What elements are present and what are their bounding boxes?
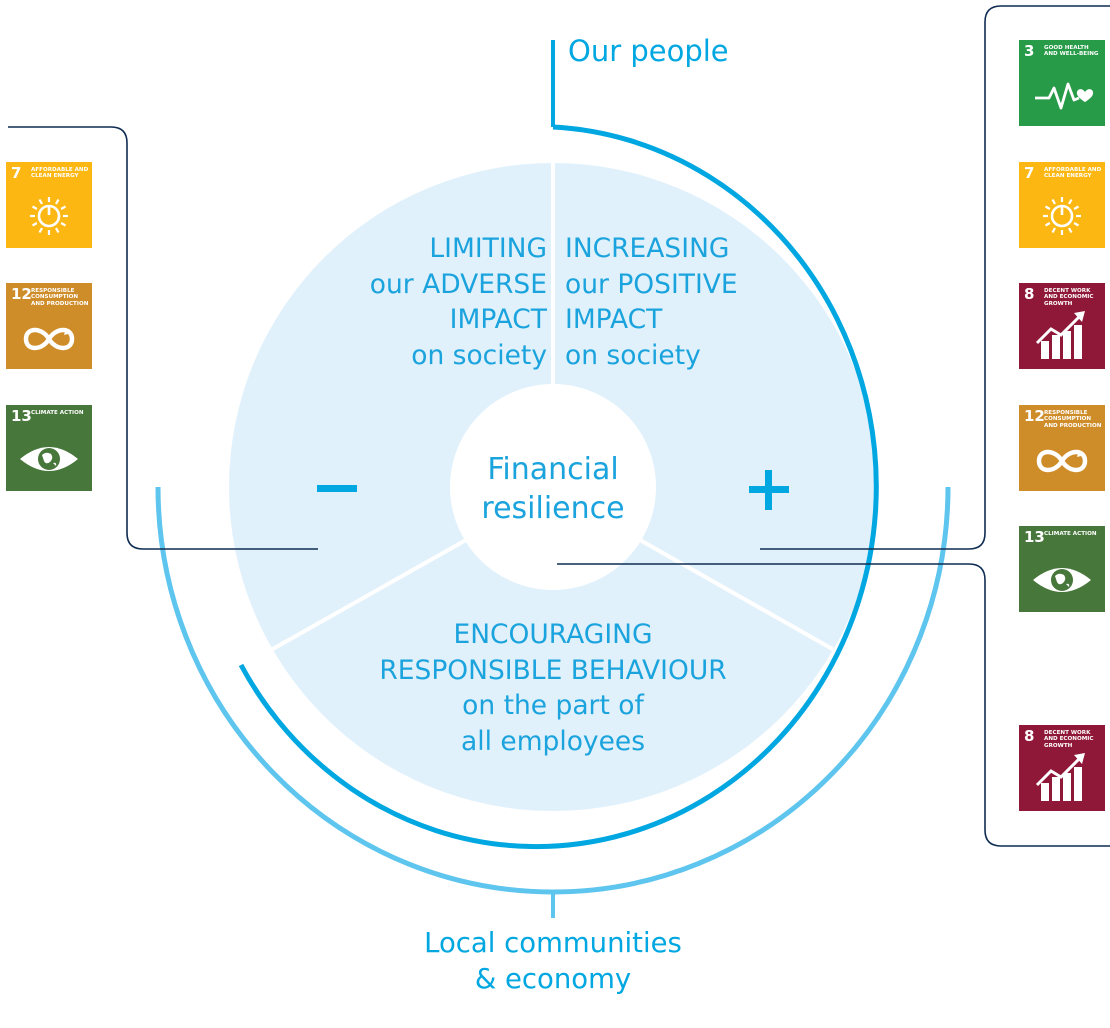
encouraging-line-3: on the part of (462, 690, 644, 721)
sdg-title: DECENT WORK AND ECONOMIC GROWTH (1044, 730, 1094, 749)
our-people-label: Our people (568, 34, 729, 68)
limiting-line-1: LIMITING (429, 233, 547, 264)
sdg-number: 8 (1024, 285, 1035, 303)
encouraging-line-2: RESPONSIBLE BEHAVIOUR (379, 654, 727, 686)
increasing-line-2: our POSITIVE (565, 268, 738, 300)
encouraging-line-1: ENCOURAGING (453, 619, 653, 650)
sun-power-icon (30, 197, 68, 235)
sdg-number: 8 (1024, 727, 1035, 745)
center-circle (450, 384, 656, 590)
sdg-tile-left-0: 7 AFFORDABLE AND CLEAN ENERGY (6, 162, 92, 248)
divider-left (270, 538, 467, 652)
sdg-number: 13 (11, 407, 32, 425)
sdg-tile-right-bottom-1: 8 DECENT WORK AND ECONOMIC GROWTH (1019, 725, 1105, 811)
increasing-line-4: on society (565, 339, 701, 371)
heartbeat-icon (1035, 82, 1094, 110)
sector-increasing-positive-impact: INCREASING our POSITIVE IMPACT on societ… (565, 231, 738, 373)
sdg-number: 7 (11, 164, 22, 182)
sdg-title: DECENT WORK AND ECONOMIC GROWTH (1044, 288, 1094, 307)
limiting-line-2: our ADVERSE (369, 268, 547, 300)
encouraging-line-4: all employees (461, 725, 645, 757)
sdg-title: CLIMATE ACTION (31, 410, 84, 416)
divider-right (639, 538, 837, 653)
sdg-title: RESPONSIBLE CONSUMPTION AND PRODUCTION (1044, 410, 1102, 429)
right-bottom-connector-line (557, 563, 1110, 847)
center-line-1: Financial (487, 452, 619, 487)
sdg-tile-right-top-2: 8 DECENT WORK AND ECONOMIC GROWTH (1019, 283, 1105, 369)
eye-globe-icon (20, 447, 78, 471)
local-communities-line-1: Local communities (424, 927, 682, 959)
sdg-number: 12 (1024, 407, 1045, 425)
sdg-title: CLIMATE ACTION (1044, 531, 1097, 537)
sdg-tile-right-top-3: 12 RESPONSIBLE CONSUMPTION AND PRODUCTIO… (1019, 405, 1105, 491)
sdg-tile-left-1: 12 RESPONSIBLE CONSUMPTION AND PRODUCTIO… (6, 283, 92, 369)
local-communities-label: Local communities & economy (393, 925, 713, 997)
infinity-loop-icon (1036, 449, 1088, 473)
eye-globe-icon (1033, 568, 1091, 592)
center-line-2: resilience (481, 491, 625, 526)
sdg-tile-left-2: 13 CLIMATE ACTION (6, 405, 92, 491)
increasing-line-3: IMPACT (565, 304, 663, 335)
sdg-tile-right-top-1: 7 AFFORDABLE AND CLEAN ENERGY (1019, 162, 1105, 248)
sdg-tile-right-bottom-0: 13 CLIMATE ACTION (1019, 526, 1105, 612)
left-connector-line (8, 126, 318, 550)
increasing-line-1: INCREASING (565, 233, 730, 264)
limiting-line-4: on society (411, 339, 547, 371)
minus-sign: – (317, 485, 357, 492)
local-communities-line-2: & economy (474, 963, 632, 995)
sdg-number: 13 (1024, 528, 1045, 546)
infinity-loop-icon (23, 327, 75, 351)
growth-chart-icon (1035, 311, 1085, 359)
sdg-title: GOOD HEALTH AND WELL-BEING (1044, 45, 1099, 58)
plus-sign-vertical: + (765, 470, 772, 510)
growth-chart-icon (1035, 753, 1085, 801)
center-financial-resilience: Financial resilience (453, 450, 653, 528)
sdg-number: 12 (11, 285, 32, 303)
limiting-line-3: IMPACT (449, 304, 547, 335)
sdg-number: 3 (1024, 42, 1035, 60)
our-people-arc (238, 124, 879, 850)
sdg-tile-right-top-0: 3 GOOD HEALTH AND WELL-BEING (1019, 40, 1105, 126)
sector-limiting-adverse-impact: LIMITING our ADVERSE IMPACT on society (370, 231, 547, 373)
right-top-connector-line (760, 5, 1110, 550)
sdg-number: 7 (1024, 164, 1035, 182)
sdg-title: AFFORDABLE AND CLEAN ENERGY (1044, 167, 1102, 180)
sector-encouraging-responsible-behaviour: ENCOURAGING RESPONSIBLE BEHAVIOUR on the… (333, 617, 773, 759)
sdg-title: RESPONSIBLE CONSUMPTION AND PRODUCTION (31, 288, 89, 307)
sdg-title: AFFORDABLE AND CLEAN ENERGY (31, 167, 89, 180)
sun-power-icon (1043, 197, 1081, 235)
